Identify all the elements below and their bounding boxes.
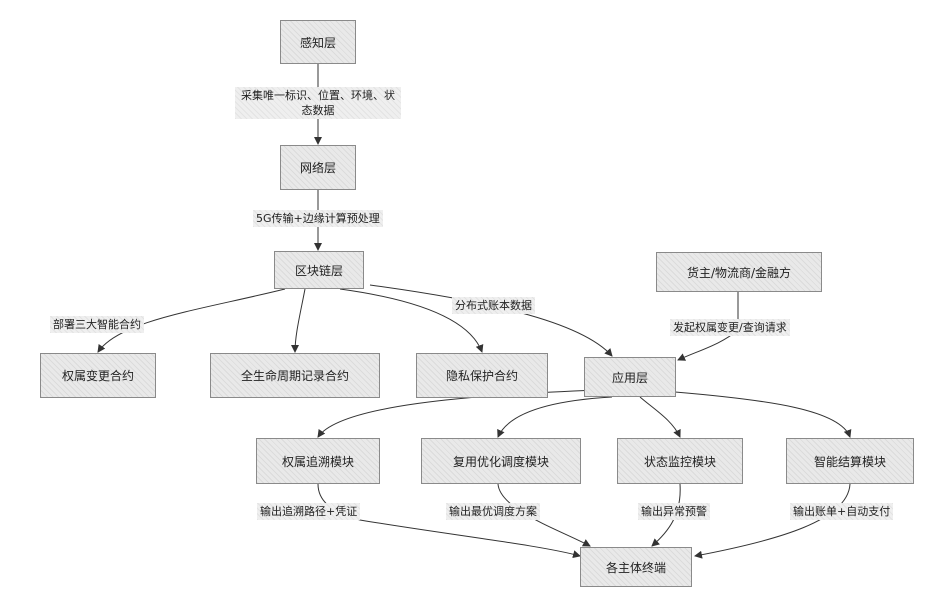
node-parties: 货主/物流商/金融方	[656, 252, 822, 292]
node-application-layer: 应用层	[584, 357, 676, 397]
node-blockchain-layer: 区块链层	[274, 251, 364, 289]
node-terminals: 各主体终端	[580, 547, 692, 587]
node-contract-privacy: 隐私保护合约	[416, 353, 548, 398]
node-module-trace: 权属追溯模块	[256, 438, 380, 484]
node-module-reuse: 复用优化调度模块	[421, 438, 581, 484]
edge-label-out-reuse: 输出最优调度方案	[446, 503, 540, 520]
edge-label-out-settle: 输出账单+自动支付	[790, 503, 893, 520]
node-perception-layer: 感知层	[280, 20, 356, 64]
edge-application-to-monitor	[640, 397, 680, 437]
edge-application-to-settle	[675, 392, 850, 437]
edge-label-out-monitor: 输出异常预警	[638, 503, 710, 520]
edge-label-collect: 采集唯一标识、位置、环境、状态数据	[235, 87, 401, 119]
edge-label-transmit: 5G传输+边缘计算预处理	[253, 210, 383, 227]
edge-settle-to-terminals	[695, 484, 850, 556]
edge-application-to-reuse	[498, 397, 612, 437]
edge-label-request: 发起权属变更/查询请求	[670, 319, 790, 336]
edge-blockchain-to-contract-lifecycle	[295, 289, 305, 352]
edge-trace-to-terminals	[318, 484, 580, 556]
node-contract-ownership: 权属变更合约	[40, 353, 156, 398]
edge-blockchain-to-application	[370, 285, 612, 356]
node-contract-lifecycle: 全生命周期记录合约	[210, 353, 380, 398]
edge-label-deploy: 部署三大智能合约	[50, 316, 144, 333]
edge-label-out-trace: 输出追溯路径+凭证	[257, 503, 360, 520]
node-module-monitor: 状态监控模块	[617, 438, 743, 484]
edge-label-ledger: 分布式账本数据	[452, 297, 535, 314]
node-network-layer: 网络层	[280, 145, 356, 190]
node-module-settle: 智能结算模块	[786, 438, 914, 484]
